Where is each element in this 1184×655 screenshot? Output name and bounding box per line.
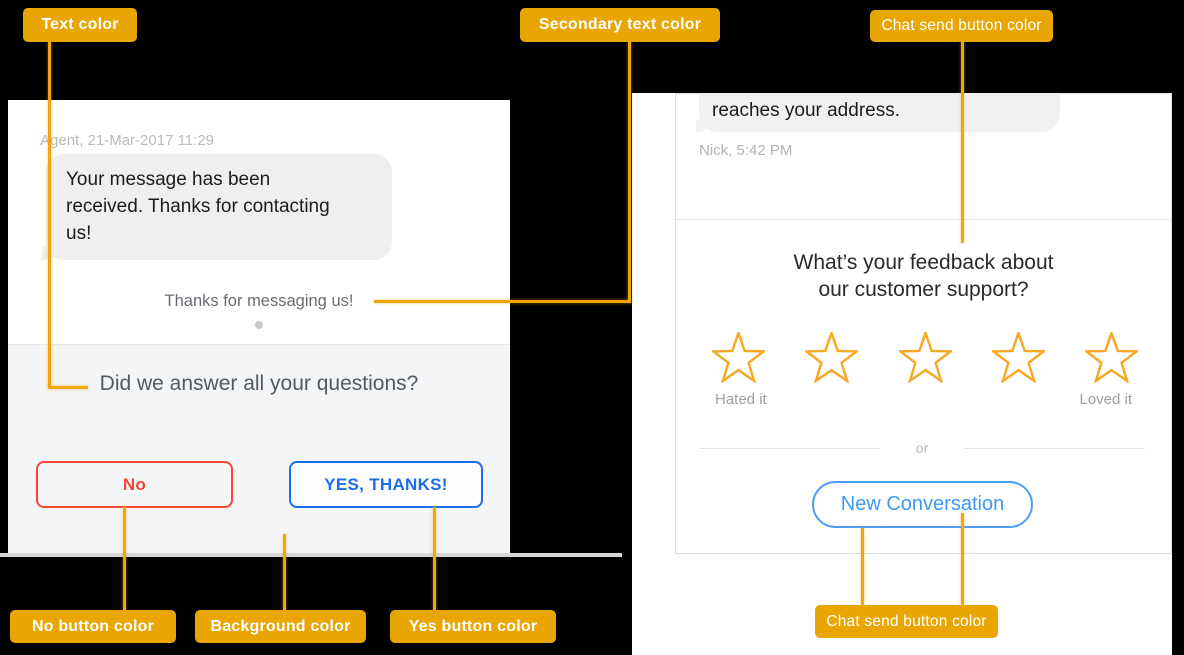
yes-button-color-callout: Yes button color (390, 610, 556, 643)
annotation-line-secondary-text (374, 300, 631, 303)
no-button-color-callout: No button color (10, 610, 176, 643)
yes-thanks-button[interactable]: YES, THANKS! (289, 461, 483, 508)
rating-max-label: Loved it (1079, 391, 1132, 408)
agent-message-bubble: reaches your address. (696, 93, 1060, 132)
star-icon (709, 329, 768, 384)
no-button[interactable]: No (36, 461, 233, 508)
typing-indicator-dot (255, 321, 263, 329)
rating-min-label: Hated it (715, 391, 767, 408)
annotation-line-text-color (48, 40, 51, 388)
rating-star[interactable] (896, 329, 954, 384)
rating-star[interactable] (709, 329, 768, 384)
stars-row (709, 329, 1141, 384)
secondary-status-text: Thanks for messaging us! (164, 292, 354, 310)
left-panel-bottom-edge (0, 553, 622, 557)
annotation-line-chat-send (961, 40, 964, 243)
star-icon (803, 329, 861, 384)
annotation-line-yes-button (433, 507, 436, 611)
annotation-line-text-color (48, 386, 88, 389)
rating-scale-labels: Hated it Loved it (715, 391, 1132, 408)
survey-section: Did we answer all your questions? No YES… (8, 344, 510, 553)
annotation-line-secondary-text (628, 40, 631, 303)
rating-star[interactable] (803, 329, 861, 384)
star-icon (989, 329, 1047, 384)
annotation-line-background (283, 534, 286, 611)
divider-line (699, 447, 880, 449)
annotation-line-chat-send-bottom (961, 513, 964, 606)
agent-message-bubble: Your message has been received. Thanks f… (46, 154, 392, 260)
feedback-question: What’s your feedback about our customer … (793, 251, 1054, 301)
star-icon (1082, 329, 1141, 384)
section-divider (676, 219, 1171, 220)
annotation-line-no-button (123, 507, 126, 611)
or-label: or (915, 440, 929, 456)
text-color-callout: Text color (23, 8, 137, 42)
message-timestamp: Nick, 5:42 PM (699, 142, 793, 159)
chat-send-button-color-callout-bottom: Chat send button color (815, 605, 998, 638)
chat-widget-left-panel: Agent, 21-Mar-2017 11:29 Your message ha… (8, 100, 510, 553)
divider-line (964, 447, 1146, 449)
rating-star[interactable] (1082, 329, 1141, 384)
rating-star[interactable] (989, 329, 1047, 384)
survey-question: Did we answer all your questions? (99, 372, 419, 395)
secondary-text-color-callout: Secondary text color (520, 8, 720, 42)
background-color-callout: Background color (195, 610, 366, 643)
or-divider: or (699, 440, 1146, 456)
chat-widget-right-panel: reaches your address. Nick, 5:42 PM What… (675, 93, 1172, 554)
new-conversation-button[interactable]: New Conversation (812, 481, 1033, 528)
message-timestamp: Agent, 21-Mar-2017 11:29 (40, 132, 215, 149)
annotation-line-chat-send-bottom (861, 528, 864, 606)
star-icon (896, 329, 954, 384)
chat-send-button-color-callout-top: Chat send button color (870, 10, 1053, 42)
